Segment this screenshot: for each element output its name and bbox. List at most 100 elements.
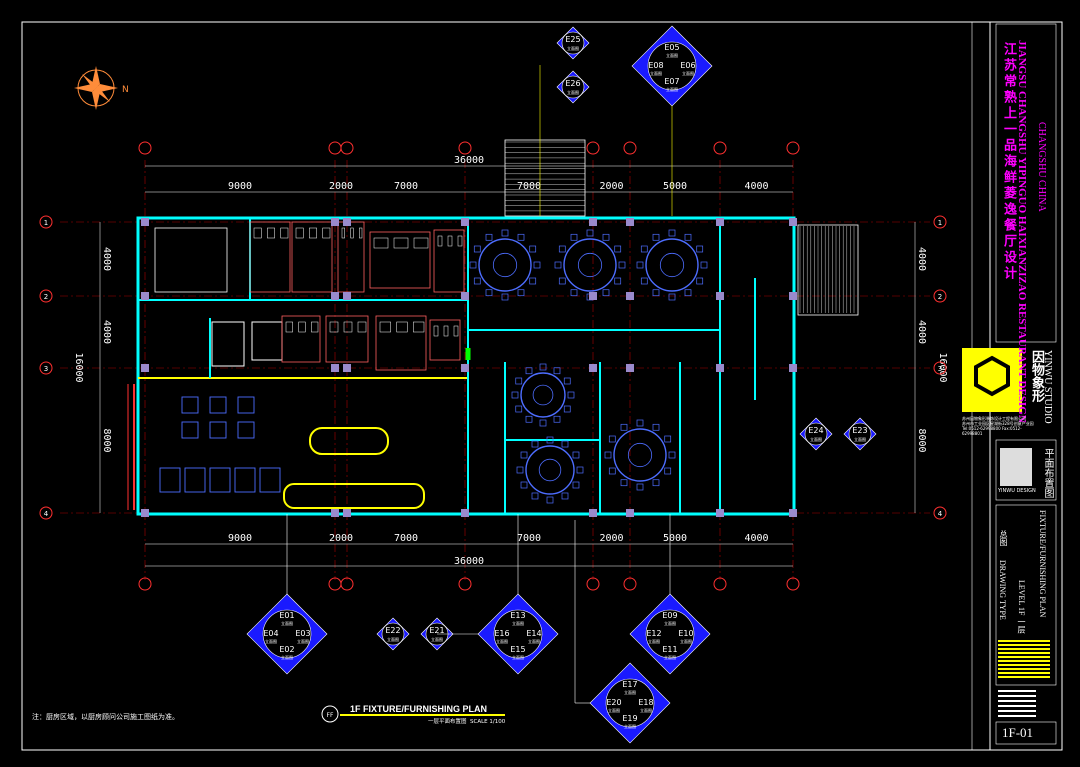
elevation-marker-circle [848,422,872,446]
elevation-tag-id: E12 [646,629,661,638]
drawing-type-value: 总图 [999,530,1008,546]
kitchen-equipment [443,325,449,337]
chair [546,436,554,444]
grid-row-label: 3 [938,365,942,373]
chair [664,467,672,475]
column [141,218,149,226]
kitchen-equipment [298,321,306,333]
grid-row-label: 2 [938,293,942,301]
elevation-tag-sub: 立面图 [281,620,293,626]
dimension-segment-top: 2000 [329,181,353,192]
chair [546,496,554,504]
column [461,218,469,226]
elevation-tag-sub: 立面图 [810,436,822,442]
compass-rose [74,66,118,110]
elevation-tag-sub: 立面图 [666,52,678,58]
title-block-row-bar [998,664,1050,666]
company-line-2: 苏州市工业园区星湖街328号创意产业园 [962,421,1034,426]
elevation-marker-circle [381,622,405,646]
elevation-tag-id: E21 [429,626,444,635]
elevation-tag-id: E19 [622,714,637,723]
grid-bubble [458,141,472,155]
elevation-marker-circle [493,609,543,659]
dimension-segment-side: 8000 [916,428,927,452]
elevation-marker-circle [605,678,655,728]
title-block [962,23,1057,745]
chair [561,440,569,448]
lazy-susan [577,252,603,278]
chair [700,261,708,269]
chair [586,229,594,237]
chair [561,492,569,500]
kitchen-equipment [379,321,391,333]
column [626,218,634,226]
dining-tables [159,229,708,504]
chair [473,245,481,253]
grid-bubble [39,361,53,375]
chair [563,377,571,385]
kitchen-equipment [311,321,319,333]
elevation-tag-sub: 立面图 [650,70,662,76]
elevation-tag-sub: 立面图 [624,723,636,729]
elevation-tag-id: E18 [638,698,653,707]
elevation-tag-sub: 立面图 [431,636,443,642]
dimension-total-side: 16000 [73,352,84,382]
booth-seat [184,467,206,493]
dimension-total-top: 36000 [454,155,484,166]
chair [553,367,561,375]
title-block-row-bar [998,676,1050,678]
grid-bubble [586,577,600,591]
grid-bubble [713,577,727,591]
stair-left [154,227,228,293]
elevation-tag-sub: 立面图 [512,654,524,660]
elevation-tag-sub: 立面图 [387,636,399,642]
kitchen-area [249,221,465,371]
column [716,292,724,300]
chair [572,481,580,489]
chair [539,363,547,371]
title-block-row-bar [998,640,1050,642]
grid-bubble [340,141,354,155]
title-block-row-bar [998,660,1050,662]
dimension-segment-bottom: 5000 [663,533,687,544]
chair [515,377,523,385]
elevation-marker-circle [262,609,312,659]
title-block-row-bar [998,672,1050,674]
elevation-tag-sub: 立面图 [640,707,652,713]
sheet-title-en: FIXTURE/FURNISHING PLAN [1038,510,1047,618]
chair [620,479,628,487]
round-table [478,238,532,292]
elevation-tag-id: E25 [565,35,580,44]
chair [501,229,509,237]
elevation-tag-id: E03 [295,629,310,638]
title-block-row-bar [998,656,1050,658]
column [626,292,634,300]
dimension-total-side: 16000 [937,352,948,382]
kitchen-equipment [343,321,353,333]
drawing-title-block: FF 1F FIXTURE/FURNISHING PLAN 一层平面布置图 SC… [321,704,506,725]
kitchen-equipment [280,227,289,239]
elevation-tag-id: E17 [622,680,637,689]
booth-seat [209,467,231,493]
round-table [563,238,617,292]
lobby-table [181,421,199,439]
chair [570,289,578,297]
grid-bubble [623,577,637,591]
dimension-segment-side: 4000 [916,320,927,344]
project-name-cn: 江苏常熟上一品海鲜菱逸餐厅设计 [1002,42,1017,282]
dimension-segment-side: 8000 [101,428,112,452]
grid-bubble [933,361,947,375]
dimension-total-bottom: 36000 [454,556,484,567]
chair [485,289,493,297]
kitchen-equipment [322,227,331,239]
elevation-tag-sub: 立面图 [854,436,866,442]
grid-row-label: 4 [44,510,49,518]
elevation-tag-sub: 立面图 [680,638,692,644]
elevation-tag-sub: 立面图 [567,45,579,51]
lobby-furniture [283,348,471,509]
chair [640,277,648,285]
round-table [613,428,667,482]
elevation-marker-circle [645,609,695,659]
booth-seat [159,467,181,493]
